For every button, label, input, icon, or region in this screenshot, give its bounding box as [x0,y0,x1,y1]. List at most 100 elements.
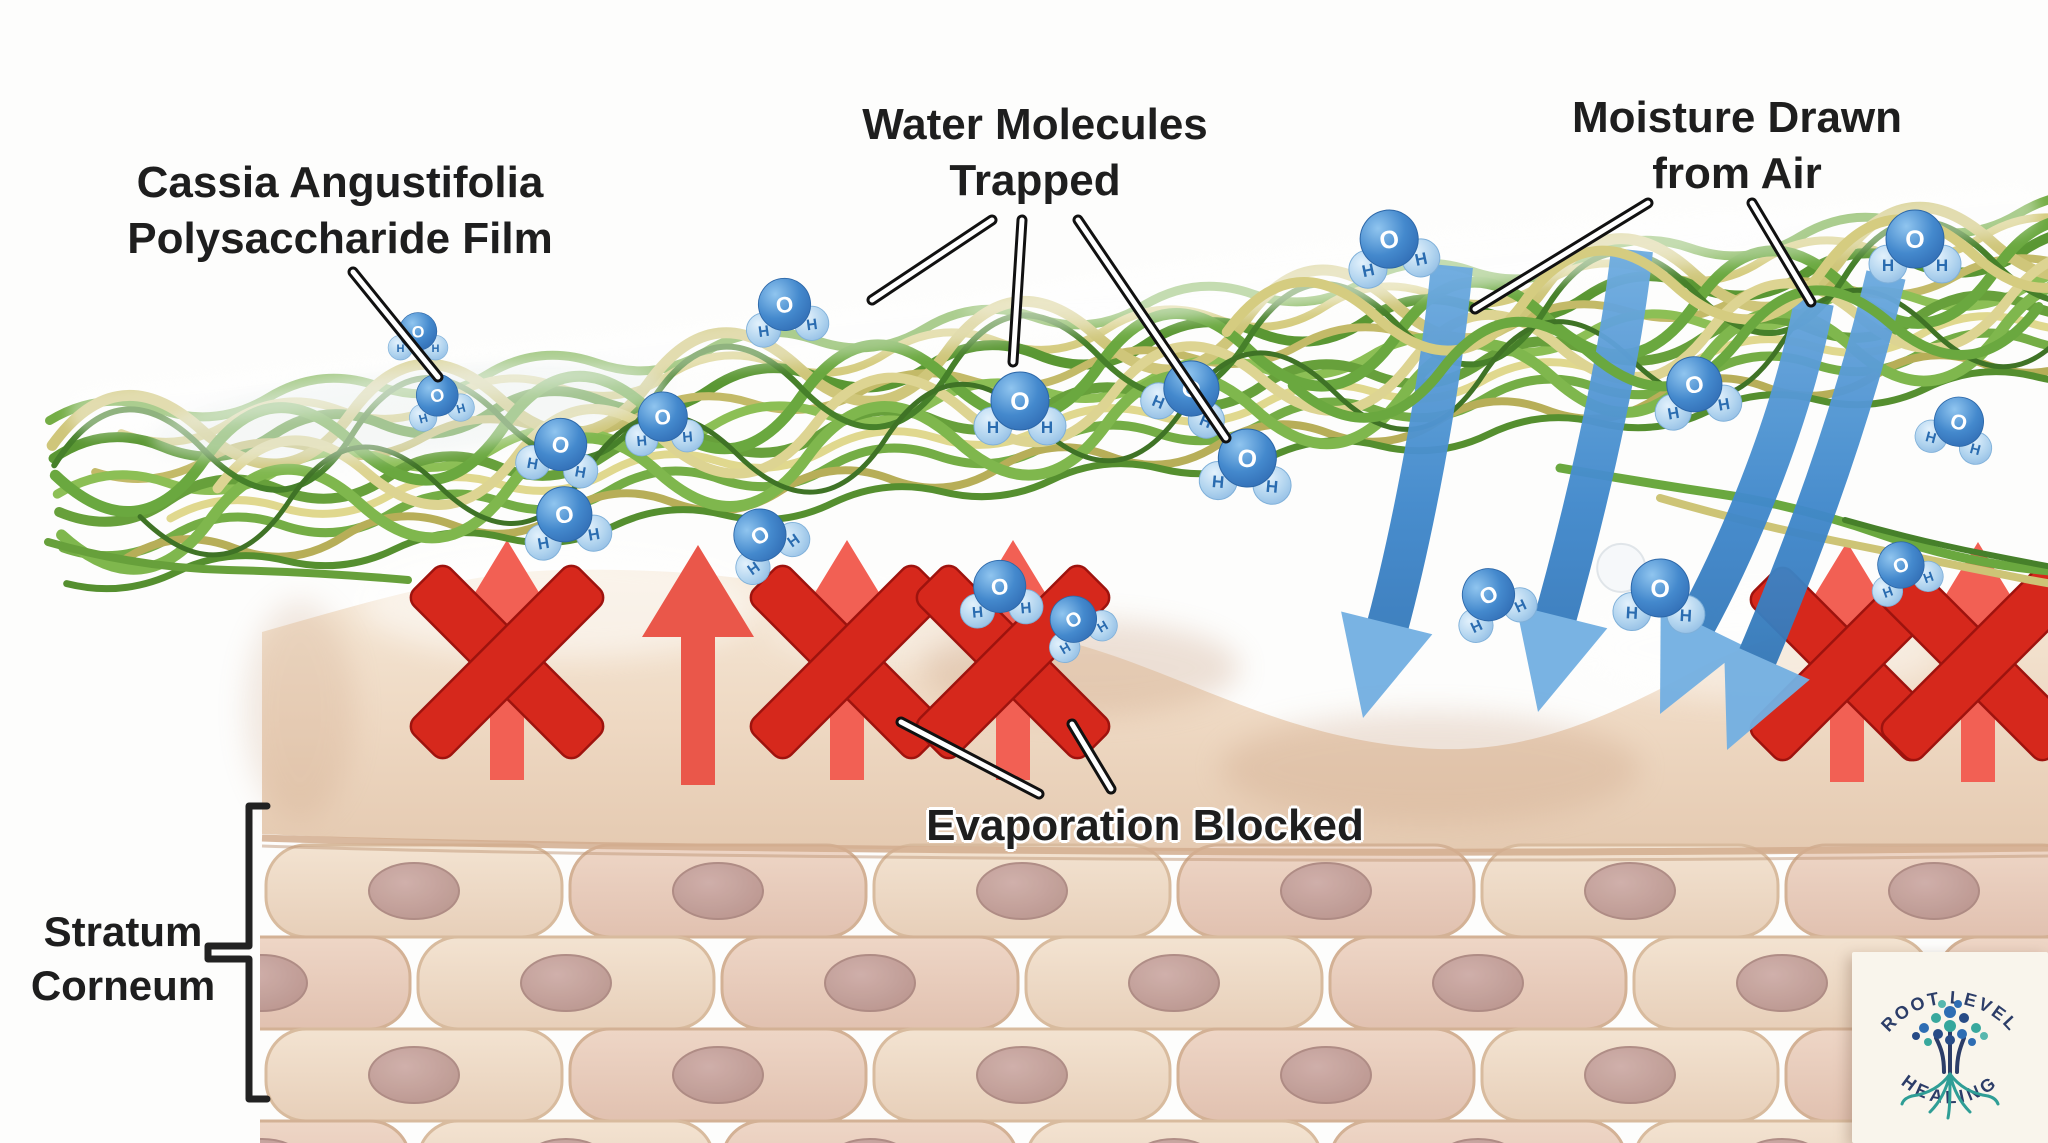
oxygen-sphere [1461,568,1516,622]
water-molecule: HHO [409,373,475,432]
hydrogen-label: H [587,525,602,545]
hydrogen-label: H [1625,603,1638,623]
stratum-label-line2: Corneum [30,961,216,1009]
skin-cell [264,843,564,939]
oxygen-sphere [1217,428,1277,488]
hydrogen-label: H [636,433,648,450]
hydrogen-label: H [987,418,999,437]
moisture-pointer-line [1469,197,1817,315]
film-strand [1221,214,2048,356]
oxygen-label: O [1890,553,1912,579]
skin-surface-lip [261,834,2048,856]
moisture-arrow-shaft [1726,270,1906,694]
hydrogen-label: H [573,463,587,482]
film-strand [137,287,2048,558]
moisture-arrow-shaft [1360,263,1473,656]
hydrogen-label: H [1921,569,1935,586]
oxygen-label: O [990,574,1010,600]
oxygen-sphere [536,486,593,543]
stratum-corneum-bracket [204,802,271,1103]
moisture-arrow-head [1317,611,1433,730]
oxygen-label: O [412,323,425,341]
skin-cell [720,1119,1020,1143]
root-level-healing-logo: ROOT LEVEL HEALING [1852,952,2048,1143]
water-molecule: HHO [1458,568,1538,643]
oxygen-label: O [553,500,576,530]
hydrogen-label: H [1968,441,1982,459]
tree-of-life-icon [1900,1000,2000,1120]
oxygen-label: O [653,405,672,430]
hydrogen-label: H [1936,256,1948,275]
evaporation-pointer-line [895,716,1117,800]
oxygen-sphere [973,559,1027,613]
oxygen-label: O [1905,226,1924,254]
oxygen-sphere [534,417,588,472]
skin-cell [720,935,1020,1031]
water-molecule: HHO [1049,595,1118,663]
water-molecule: H HO [1868,209,1962,284]
tree-roots [1900,1072,2000,1120]
oxygen-label: O [1650,575,1671,604]
hydrogen-label: H [971,604,984,622]
oxygen-sphere [757,277,812,331]
oxygen-sphere [1877,541,1925,589]
oxygen-label: O [1236,444,1258,474]
film-strand [1842,517,2048,570]
stratum-label-line1: Stratum [43,908,203,955]
hydrogen-label: H [805,316,818,334]
hydrogen-label: H [526,455,540,474]
water-molecule: H HO [625,391,704,457]
skin-cell [568,843,868,939]
hydrogen-label: H [1211,472,1225,492]
oxygen-sphere [1049,595,1098,643]
hydrogen-label: H [1020,600,1033,618]
stratum-corneum-cells [260,843,2048,1143]
water-molecule: HHO [733,508,811,585]
hydrogen-label: H [757,323,770,341]
water-label-line2: Trapped [949,156,1121,206]
moisture-label-line2: from Air [1652,149,1822,199]
film-pointer-line [347,266,444,383]
film-label-line1: Cassia Angustifolia [136,158,544,207]
water-label-line1: Water Molecules [862,100,1208,149]
oxygen-label: O [774,291,795,318]
skin-cell [416,935,716,1031]
oxygen-sphere [1630,558,1690,618]
oxygen-label: O [428,384,447,407]
skin-cell [1328,1119,1628,1143]
skin-cell [260,1119,412,1143]
skin-cell [264,1027,564,1123]
water-molecule: H HO [959,559,1044,629]
oxygen-sphere [1933,396,1984,447]
film-label: Cassia Angustifolia Polysaccharide Film [90,155,590,268]
water-molecule: HHO [1871,541,1944,607]
hydrogen-label: H [1882,256,1894,275]
hydrogen-label: H [1666,404,1681,424]
oxygen-sphere [1885,209,1945,269]
water-molecule: H HO [746,277,830,348]
oxygen-label: O [1010,388,1029,416]
water-pointer-line [866,214,1232,444]
oxygen-sphere [637,391,688,442]
oxygen-sphere [1359,209,1419,269]
oxygen-sphere [990,371,1050,431]
water-molecule: HHO [1348,209,1441,289]
stratum-corneum-label: Stratum Corneum [8,905,238,1013]
oxygen-label: O [1948,409,1970,436]
oxygen-sphere [1666,356,1723,413]
skin-surface-lip-shadow [261,844,2048,862]
moisture-label-line1: Moisture Drawn [1571,93,1903,142]
hydrogen-label: H [682,429,694,446]
skin-cell [568,1027,868,1123]
moisture-arrow-shaft [1526,247,1653,654]
skin-cell [1024,935,1324,1031]
film-label-line2: Polysaccharide Film [127,214,553,264]
skin-cell [416,1119,716,1143]
hydrogen-label: H [1717,395,1732,415]
